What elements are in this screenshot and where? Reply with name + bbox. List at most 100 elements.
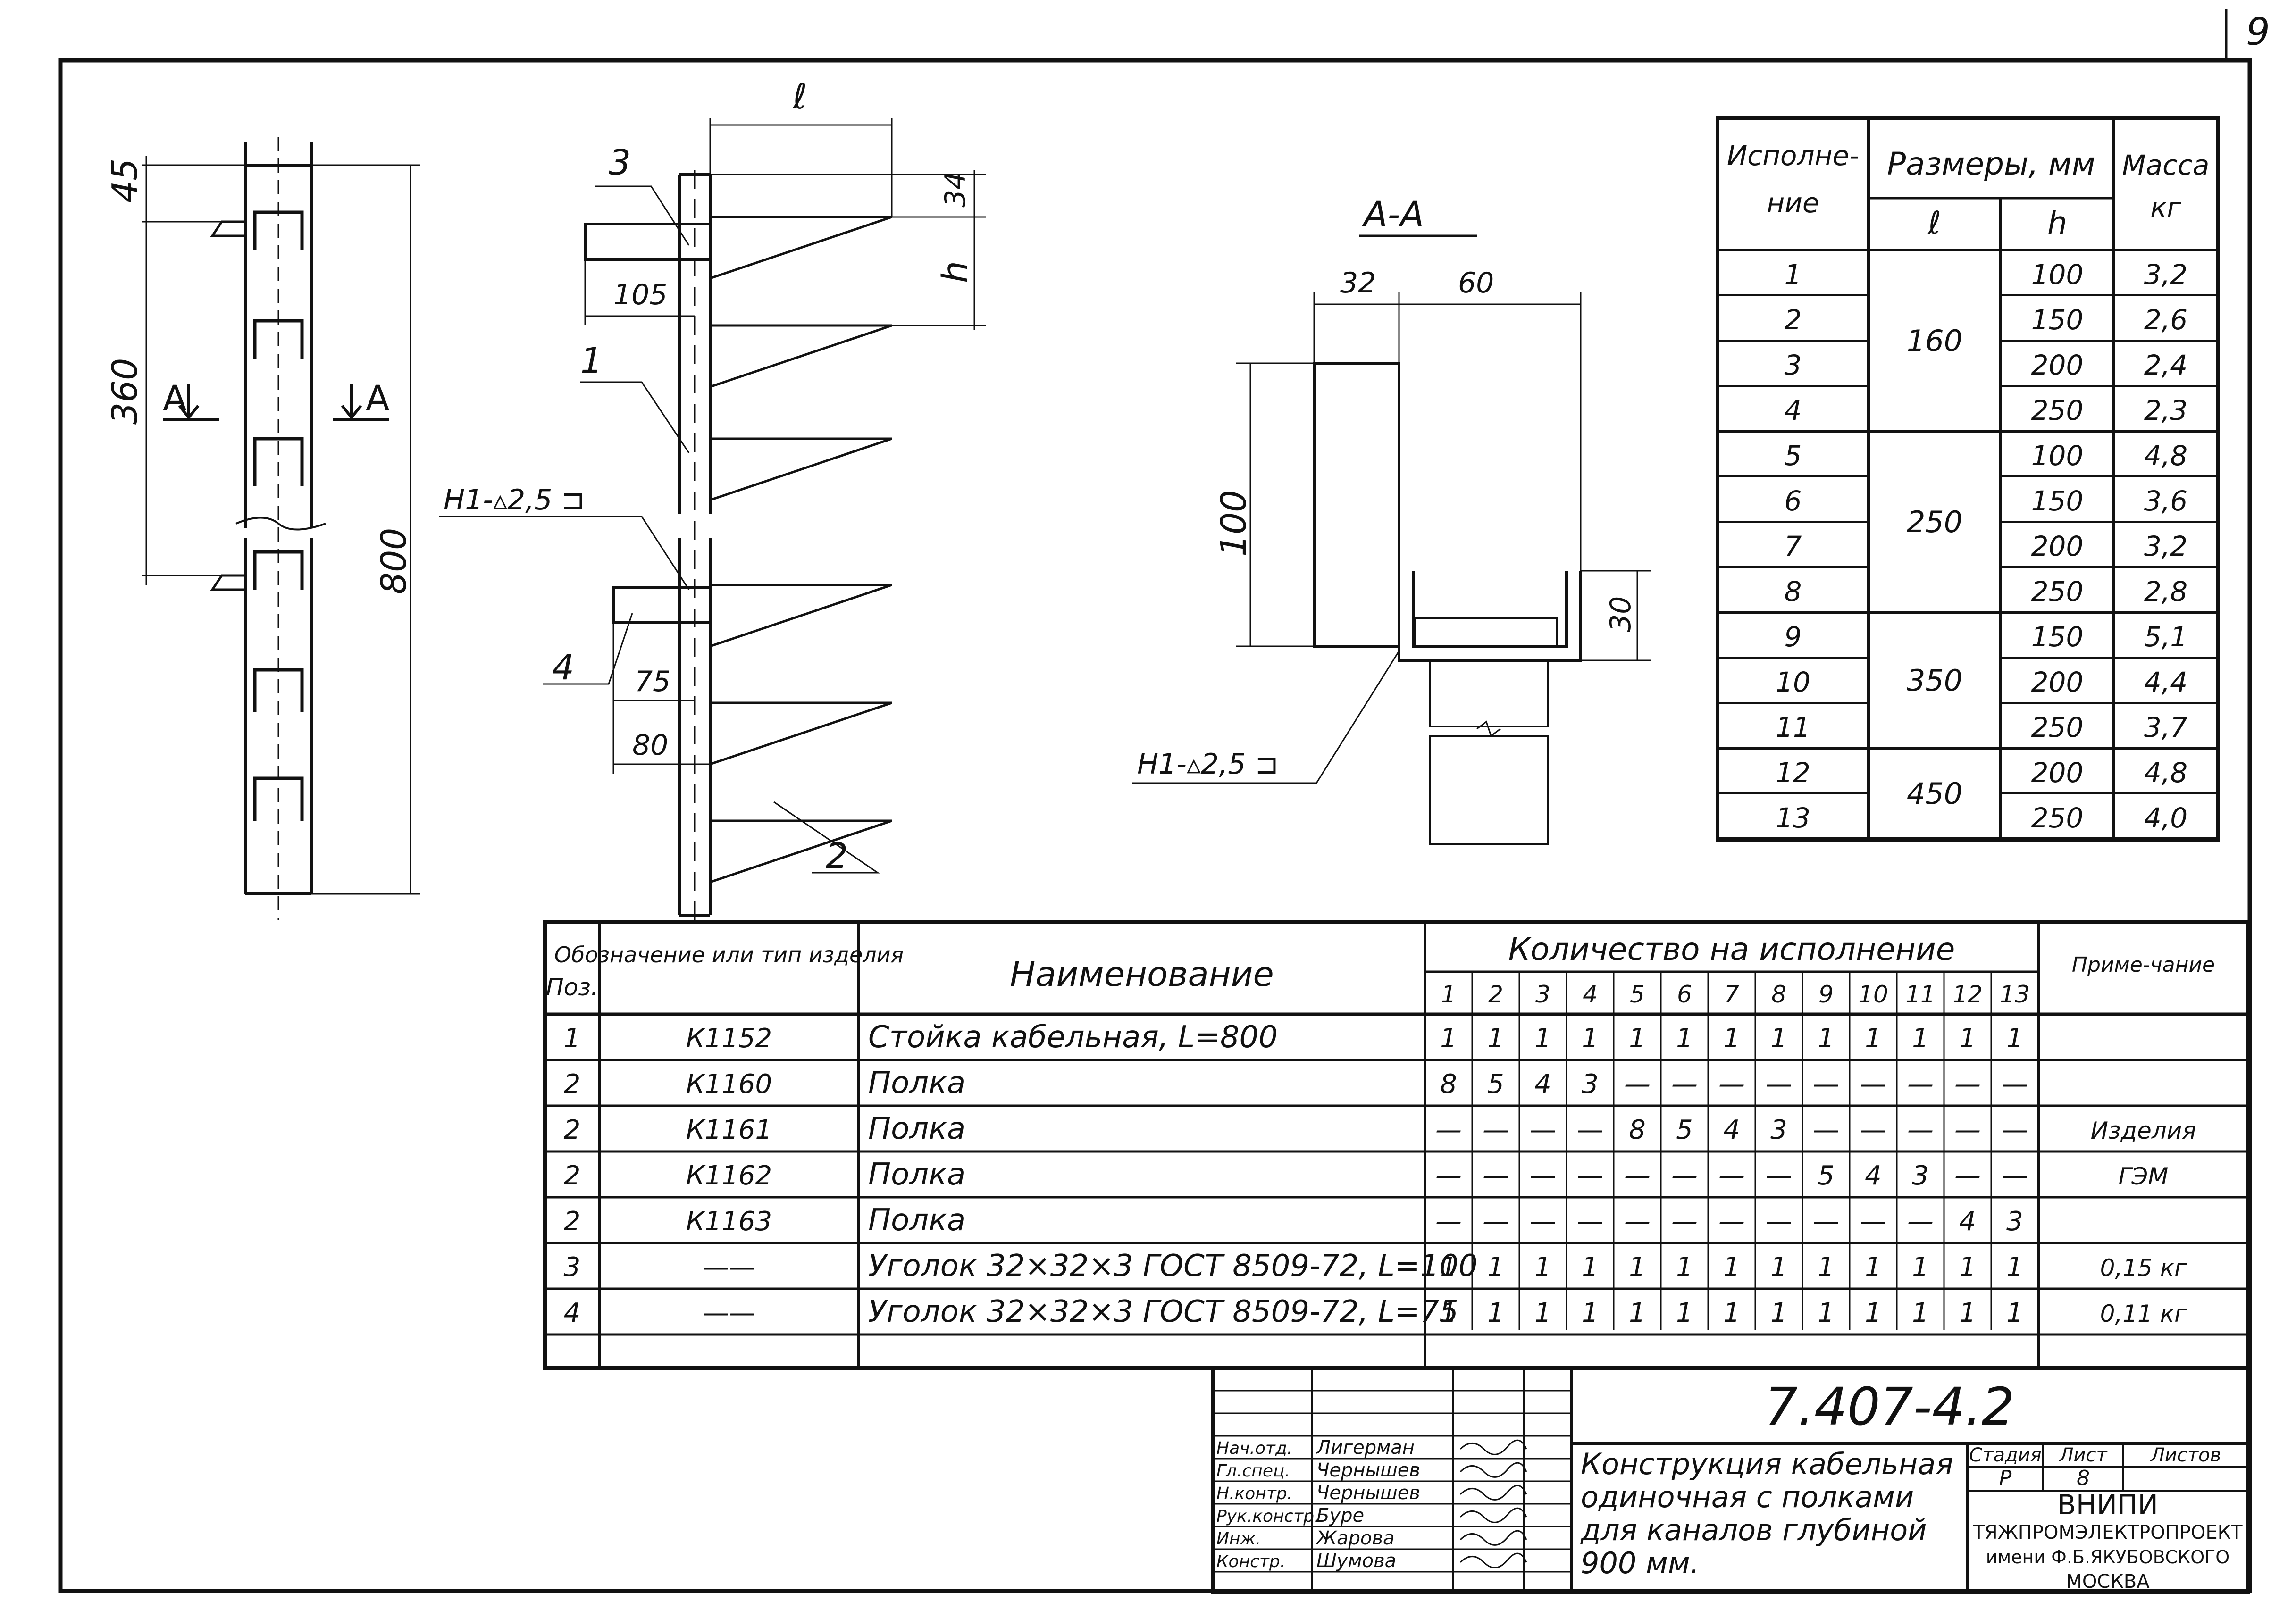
org-line: ВНИПИ [2057,1489,2158,1521]
spec-row-qty: 1 [1818,1298,1835,1328]
spec-row-qty: — [2002,1160,2028,1191]
org-line: МОСКВА [2066,1571,2150,1593]
staff-role: Инж. [1216,1529,1261,1549]
spec-row-qty: 1 [1959,1298,1976,1328]
sheet-label: Лист [2058,1444,2108,1466]
mass-row-mass: 4,4 [2144,666,2187,698]
title-line: Конструкция кабельная [1581,1447,1953,1481]
spec-row-qty: 1 [1959,1252,1976,1283]
staff-name: Жарова [1315,1527,1395,1549]
spec-row-qty: 4 [1865,1160,1882,1191]
mass-row-variant: 3 [1785,349,1802,381]
mass-row-variant: 11 [1776,711,1810,743]
mass-row-h: 100 [2031,440,2084,472]
spec-row-qty: 5 [1676,1115,1693,1145]
spec-row-qty: — [1435,1115,1462,1145]
org-line: имени Ф.Б.ЯКУБОВСКОГО [1986,1547,2229,1568]
spec-row-qty: 1 [1534,1252,1551,1283]
signature [1459,1439,1527,1455]
spec-header-name: Наименование [1010,954,1274,994]
spec-row-designation: К1161 [686,1115,772,1145]
spec-header-pos: Поз. [546,974,598,1001]
mass-row-mass: 2,3 [2144,394,2187,426]
spec-row-qty: 3 [1582,1069,1599,1100]
dim-75: 75 [635,665,670,698]
spec-row-qty: 1 [1487,1023,1504,1054]
spec-row-qty: — [1530,1206,1556,1237]
mass-row-mass: 4,0 [2144,802,2187,834]
mass-row-variant: 12 [1776,757,1810,789]
spec-row-qty: 4 [1723,1115,1740,1145]
mass-row-variant: 4 [1785,394,1802,426]
spec-row-pos: 2 [564,1206,581,1237]
spec-row-qty: — [1813,1069,1839,1100]
spec-row-designation: К1152 [686,1023,772,1054]
rack-side-view: ℓ 34 h 105 75 80 3 1 4 2 Н1-▵2,5 ⊐ [439,76,986,920]
spec-header-variant: 13 [2000,981,2030,1008]
spec-row-qty: — [1766,1206,1792,1237]
spec-row-qty: 1 [1582,1298,1599,1328]
stage-value: Р [1999,1466,2012,1490]
spec-row-qty: 1 [1440,1298,1457,1328]
spec-row-name: Полка [868,1111,965,1146]
spec-row-qty: — [1671,1069,1698,1100]
dim-60: 60 [1458,267,1494,300]
spec-row-qty: — [1671,1160,1698,1191]
mass-row-mass: 2,4 [2144,349,2187,381]
staff-role: Нач.отд. [1216,1439,1292,1458]
title-line: 900 мм. [1581,1546,1699,1580]
spec-row-qty: 1 [1676,1252,1693,1283]
mass-group-l: 160 [1907,324,1962,358]
spec-row-qty: 1 [1770,1298,1787,1328]
spec-row-qty: 1 [1912,1023,1929,1054]
dim-100: 100 [1214,490,1254,557]
mass-row-h: 250 [2031,711,2084,743]
spec-header-qty: Количество на исполнение [1508,931,1955,967]
signature [1459,1507,1527,1523]
spec-row-qty: — [1671,1206,1698,1237]
mass-header-l: ℓ [1927,205,1941,241]
signature [1459,1462,1527,1478]
spec-row-note: ГЭМ [2119,1163,2169,1190]
spec-row-pos: 2 [564,1160,581,1191]
staff-role: Констр. [1216,1552,1285,1571]
spec-row-qty: 5 [1818,1160,1835,1191]
staff-name: Буре [1316,1505,1364,1526]
spec-row-qty: — [1860,1115,1886,1145]
mass-row-variant: 9 [1785,621,1802,653]
spec-row-qty: 1 [1770,1023,1787,1054]
rack-front-view: 45 360 800 A A [105,137,420,920]
spec-row-qty: — [1624,1069,1651,1100]
spec-row-qty: 1 [1534,1023,1551,1054]
spec-header-variant: 2 [1488,981,1503,1008]
mass-row-variant: 6 [1785,485,1802,517]
signature [1459,1530,1527,1546]
spec-row-qty: 3 [1912,1160,1929,1191]
mass-row-mass: 4,8 [2144,440,2187,472]
dim-45: 45 [105,158,145,203]
spec-row-qty: 1 [1959,1023,1976,1054]
spec-header-variant: 12 [1952,981,1983,1008]
mass-row-variant: 5 [1785,440,1802,472]
spec-row-qty: — [1813,1115,1839,1145]
spec-row-pos: 4 [564,1298,581,1328]
mass-row-variant: 7 [1785,530,1802,562]
spec-row-name: Полка [868,1157,965,1192]
title-line: для каналов глубиной [1580,1513,1927,1547]
spec-row-qty: 1 [2006,1023,2023,1054]
spec-row-designation: К1160 [686,1069,772,1100]
title-block: 7.407-4.2 Нач.отд.ЛигерманГл.спец.Черныш… [1211,1366,2250,1594]
spec-row-qty: 1 [1723,1252,1740,1283]
spec-row-qty: 1 [1487,1298,1504,1328]
spec-row-qty: — [1907,1069,1934,1100]
spec-row-designation: —— [703,1252,755,1283]
spec-row-qty: — [1624,1160,1651,1191]
spec-row-qty: — [1624,1206,1651,1237]
dim-360: 360 [105,358,145,425]
spec-row-qty: — [1860,1206,1886,1237]
org-line: ТЯЖПРОМЭЛЕКТРОПРОЕКТ [1972,1522,2243,1543]
spec-row-qty: 1 [1440,1252,1457,1283]
pos-label-1: 1 [580,341,603,381]
